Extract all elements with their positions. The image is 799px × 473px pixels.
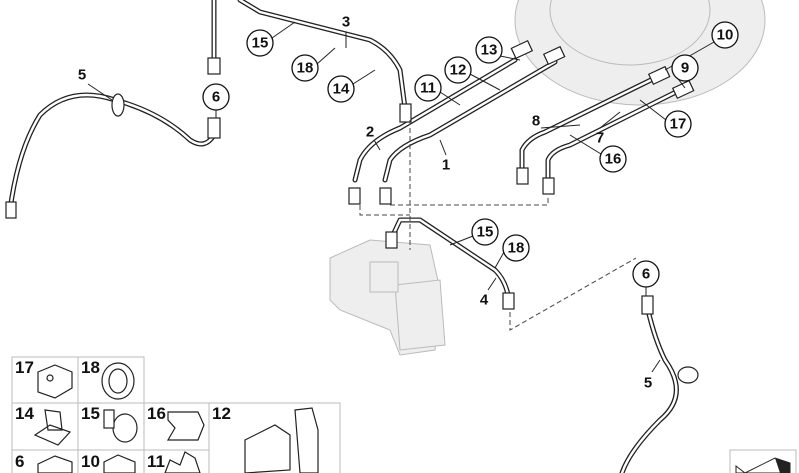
callouts: 3 15 18 14 5 6 11 12 13 10 9 8 7 17 16 2…: [78, 14, 739, 392]
callout-5: 5: [78, 67, 86, 84]
callout-7: 7: [596, 130, 604, 147]
callout-15: 15: [477, 224, 494, 241]
callout-1: 1: [442, 157, 450, 174]
grid-label-10: 10: [81, 452, 100, 471]
grid-label-14: 14: [15, 404, 34, 423]
callout-12: 12: [450, 62, 467, 79]
brake-disc-ghost: [514, 0, 766, 106]
callout-8: 8: [532, 113, 540, 130]
callout-15: 15: [252, 35, 269, 52]
callout-4: 4: [480, 292, 489, 309]
grid-label-16: 16: [147, 404, 166, 423]
clip-10-drawing: [103, 454, 136, 473]
callout-13: 13: [481, 42, 498, 59]
callout-11: 11: [420, 80, 436, 97]
callout-17: 17: [670, 116, 687, 133]
grid-label-6: 6: [15, 452, 24, 471]
callout-9: 9: [681, 60, 689, 77]
callout-18: 18: [297, 60, 314, 77]
callout-6: 6: [212, 89, 220, 106]
parts-grid: 17 18 14 15 16 12 6 10 11: [11, 356, 341, 473]
abs-unit-ghost: [329, 239, 446, 356]
callout-14: 14: [333, 81, 350, 98]
clip-17-drawing: [37, 364, 73, 399]
callout-18: 18: [508, 240, 525, 257]
clip-14-drawing: [33, 409, 72, 446]
dashed-guides: [359, 120, 637, 331]
grid-label-11: 11: [147, 452, 165, 471]
callout-16: 16: [605, 151, 622, 168]
catalog-corner-icon: [729, 449, 797, 473]
holder-16-drawing: [166, 411, 205, 441]
clip-6-drawing: [37, 455, 73, 473]
grid-label-18: 18: [81, 358, 100, 377]
grid-label-15: 15: [81, 404, 100, 423]
clip-11-drawing: [164, 451, 201, 473]
holder-12-drawing: [244, 407, 319, 473]
callout-5: 5: [644, 375, 652, 392]
grid-label-12: 12: [212, 404, 231, 423]
callout-6: 6: [642, 266, 650, 283]
brake-pipes: [5, 0, 699, 473]
grid-label-17: 17: [15, 358, 34, 377]
callout-10: 10: [717, 27, 734, 44]
callout-2: 2: [366, 124, 374, 141]
clip-15-drawing: [112, 413, 138, 443]
callout-3: 3: [342, 14, 350, 31]
